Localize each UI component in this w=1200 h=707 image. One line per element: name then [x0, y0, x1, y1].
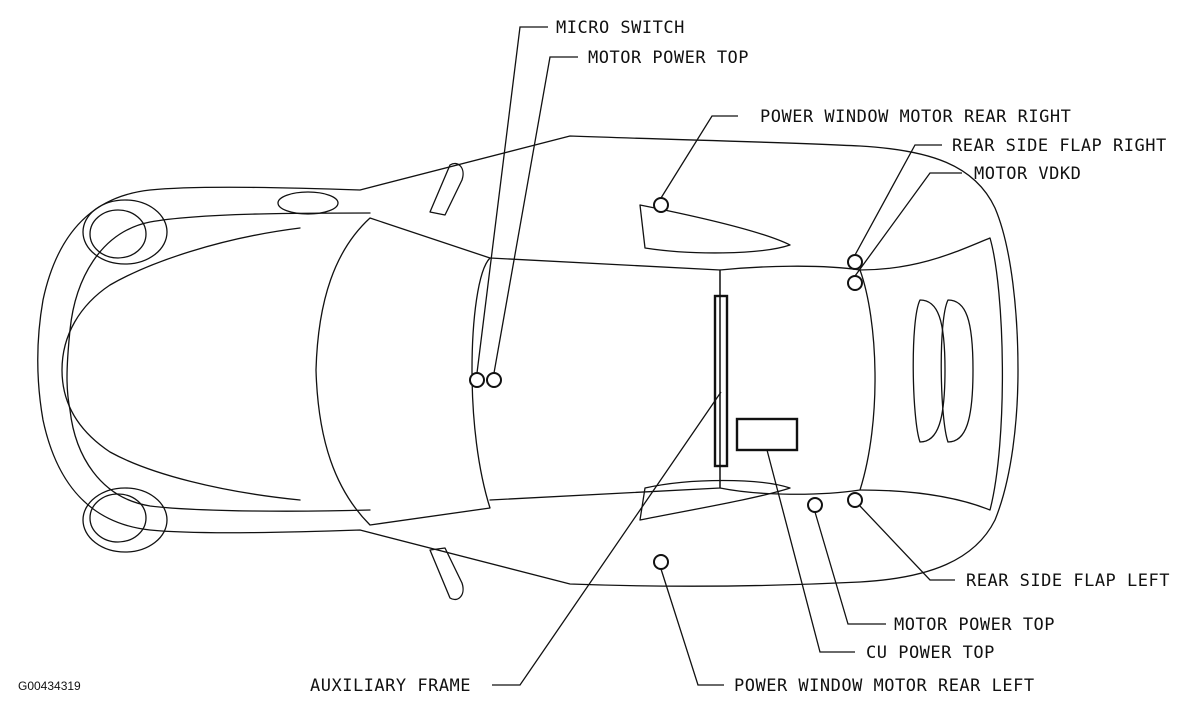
motor-vdkd-connector[interactable]: [847, 275, 863, 291]
motor-power-top-upper-connector[interactable]: [486, 372, 502, 388]
rear-vent-1: [912, 299, 946, 443]
label-motor-power-top-upper: MOTOR POWER TOP: [588, 48, 749, 68]
connectors: [469, 197, 863, 570]
rear-deck: [859, 237, 1004, 511]
car-outline: [37, 135, 1019, 601]
leader-power-window-rear-right: [660, 115, 738, 199]
label-rear-side-flap-left: REAR SIDE FLAP LEFT: [966, 571, 1170, 591]
fuel-cap: [277, 191, 339, 215]
power-window-motor-rear-left-connector[interactable]: [653, 554, 669, 570]
car-shoulder-line: [66, 212, 371, 512]
leader-motor-power-top-lower: [814, 511, 886, 625]
mirror-upper: [429, 162, 464, 216]
micro-switch-connector[interactable]: [469, 372, 485, 388]
headlight-upper-lens: [89, 209, 147, 259]
side-intake-lower: [639, 479, 791, 521]
rear-side-flap-left-connector[interactable]: [847, 492, 863, 508]
roof: [489, 257, 721, 501]
label-motor-vdkd: MOTOR VDKD: [974, 164, 1081, 184]
label-auxiliary-frame: AUXILIARY FRAME: [310, 676, 471, 696]
leader-lines: [476, 26, 962, 686]
headlight-lower-lens: [89, 493, 147, 543]
label-rear-side-flap-right: REAR SIDE FLAP RIGHT: [952, 136, 1167, 156]
rear-side-flap-right-connector[interactable]: [847, 254, 863, 270]
figure-id: G00434319: [18, 679, 81, 693]
engine-lid: [719, 265, 876, 495]
mirror-lower: [429, 547, 464, 601]
auxiliary-frame-bar: [713, 294, 729, 468]
leader-motor-vdkd: [854, 172, 962, 277]
headlight-lower: [82, 487, 168, 553]
label-power-window-motor-rear-left: POWER WINDOW MOTOR REAR LEFT: [734, 676, 1035, 696]
leader-motor-power-top-upper: [493, 56, 578, 374]
cu-power-top-box: [735, 417, 799, 452]
headlight-upper: [82, 199, 168, 265]
rear-vent-2: [940, 299, 974, 443]
leader-rear-side-flap-right: [854, 144, 942, 256]
leader-cu-power-top: [766, 449, 855, 653]
label-power-window-motor-rear-right: POWER WINDOW MOTOR REAR RIGHT: [760, 107, 1071, 127]
label-micro-switch: MICRO SWITCH: [556, 18, 685, 38]
front-hood: [61, 227, 301, 501]
leader-power-window-rear-left: [660, 568, 724, 686]
leader-micro-switch: [476, 26, 548, 374]
windshield: [315, 217, 491, 526]
power-window-motor-rear-right-connector[interactable]: [653, 197, 669, 213]
car-body-outline: [37, 135, 1019, 587]
label-cu-power-top: CU POWER TOP: [866, 643, 995, 663]
motor-power-top-lower-connector[interactable]: [807, 497, 823, 513]
leader-auxiliary-frame: [492, 391, 722, 686]
leader-rear-side-flap-left: [859, 505, 955, 581]
labels: MICRO SWITCH MOTOR POWER TOP POWER WINDO…: [18, 18, 1170, 696]
label-motor-power-top-lower: MOTOR POWER TOP: [894, 615, 1055, 635]
side-intake-upper: [639, 204, 791, 254]
